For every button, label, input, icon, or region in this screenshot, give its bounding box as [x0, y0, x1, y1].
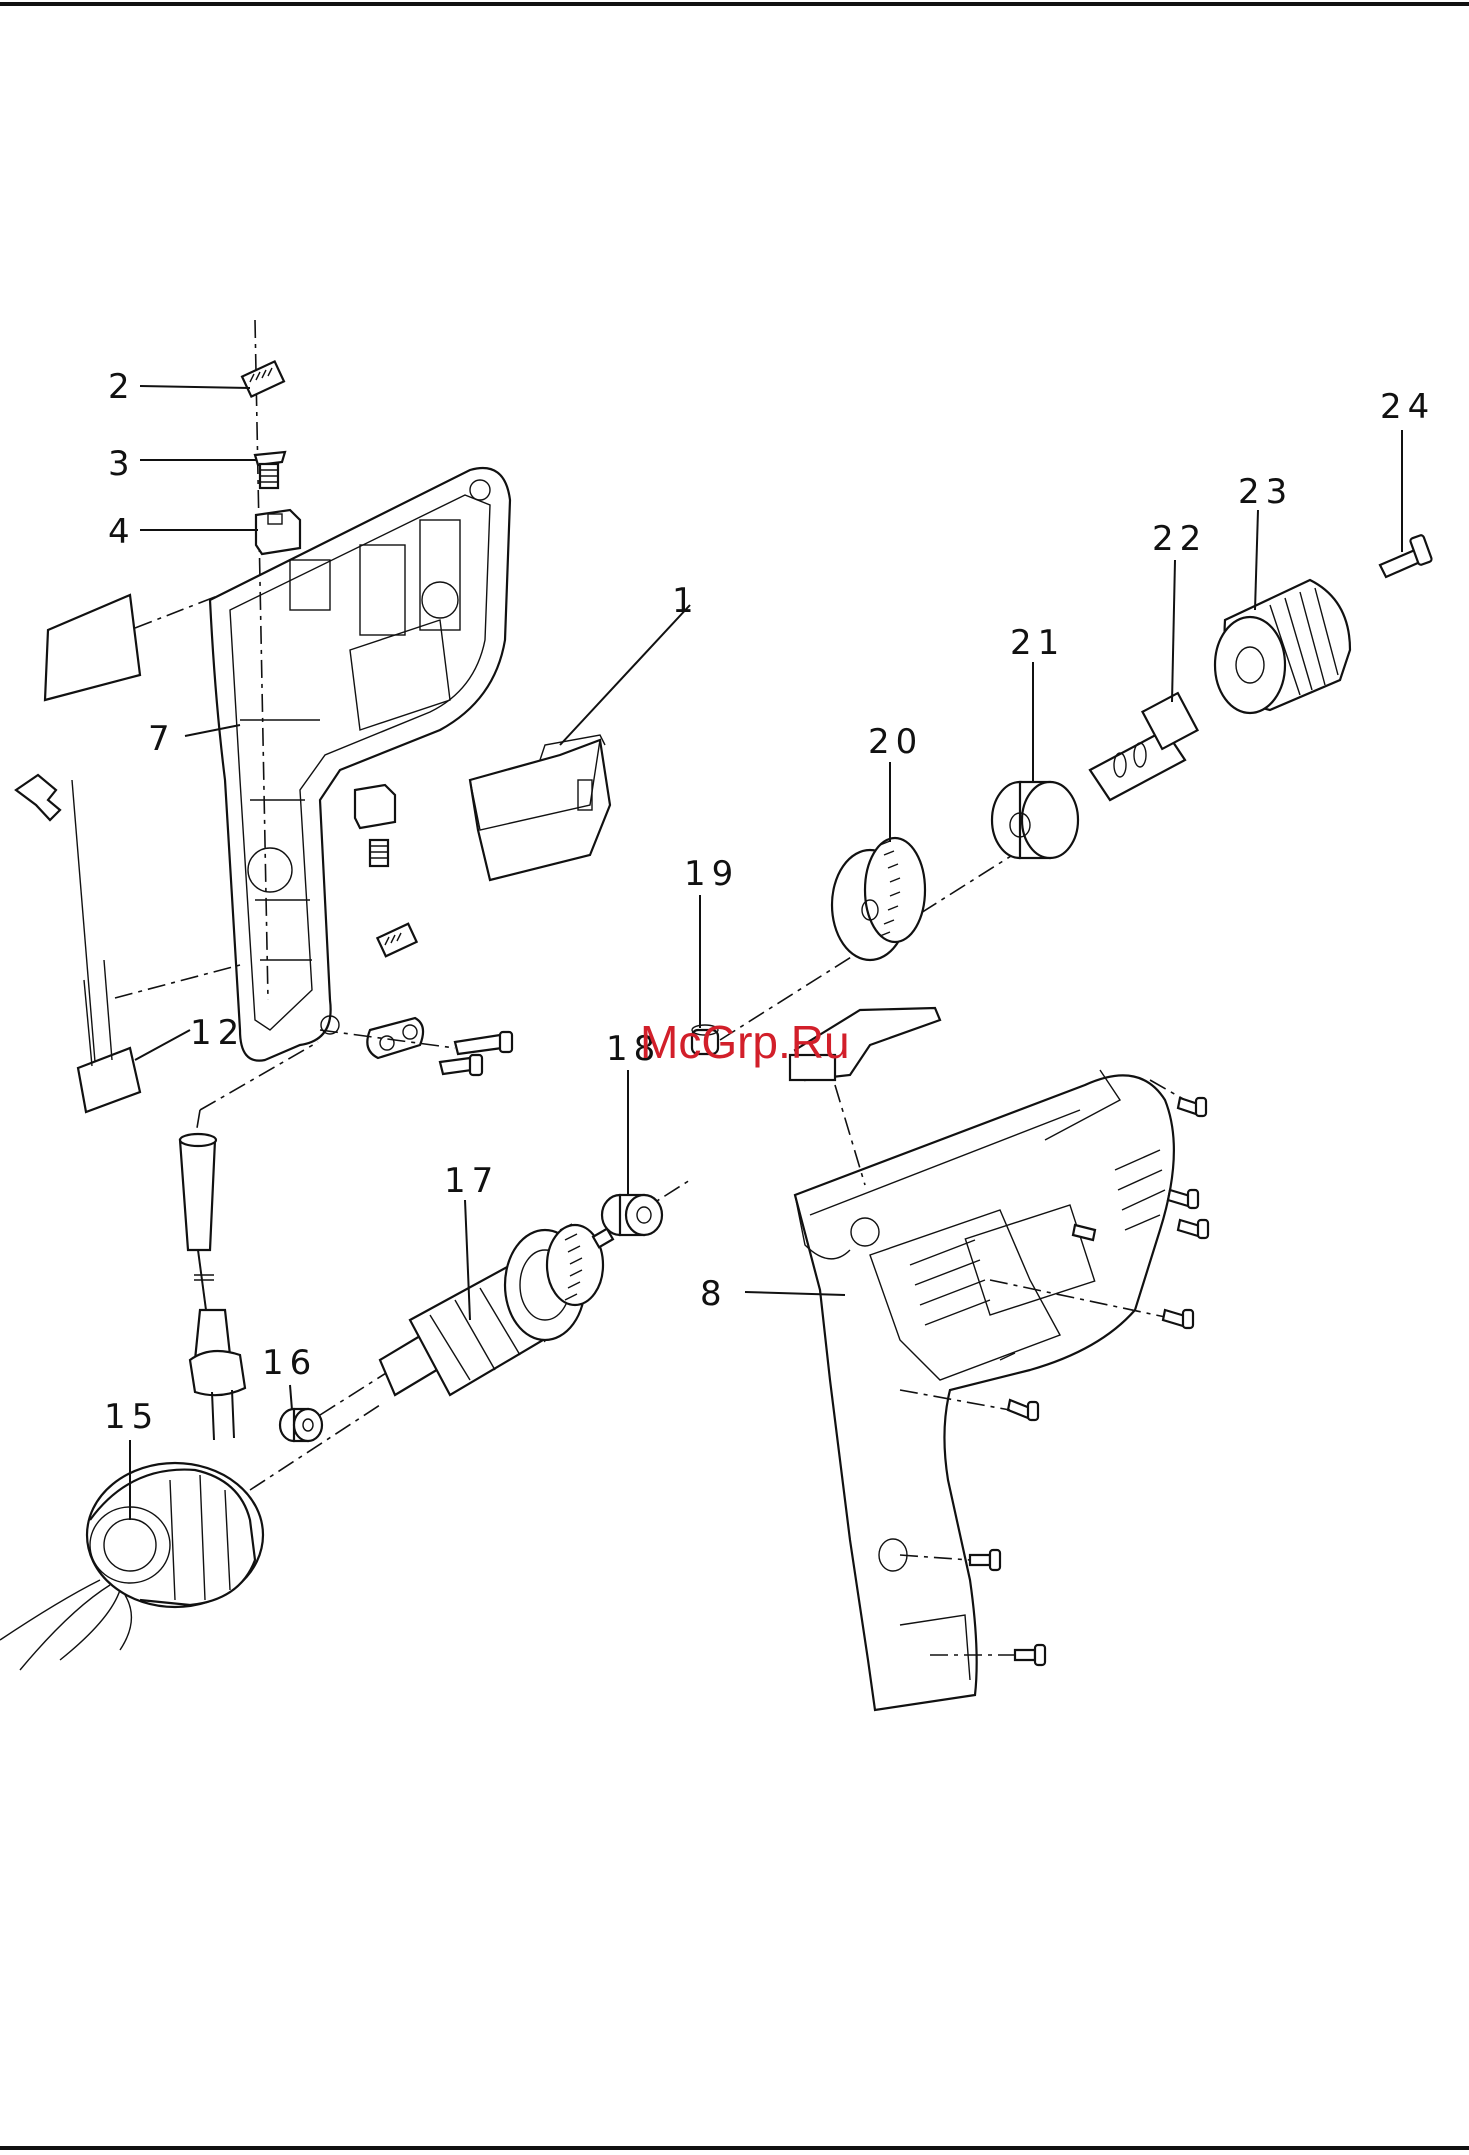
label-4: 4	[108, 512, 136, 552]
label-2: 2	[108, 367, 136, 407]
part-22-spindle	[1090, 693, 1198, 800]
label-21: 21	[1010, 623, 1065, 663]
label-7: 7	[148, 719, 176, 759]
label-20: 20	[868, 722, 923, 762]
part-15-stator	[0, 1405, 380, 1670]
label-1: 1	[672, 581, 700, 621]
part-8-right-housing	[795, 1070, 1174, 1710]
part-24-chuck-screw	[1380, 534, 1432, 577]
part-1-switch	[470, 735, 610, 880]
part-18-bearing	[602, 1195, 662, 1235]
label-sticker	[45, 595, 140, 700]
left-housing-half	[210, 468, 510, 1061]
part-3-brush	[255, 452, 285, 488]
label-3: 3	[108, 444, 136, 484]
label-16: 16	[262, 1343, 317, 1383]
part-21-bearing	[992, 782, 1078, 858]
label-23: 23	[1238, 472, 1293, 512]
label-19: 19	[684, 854, 739, 894]
label-8: 8	[700, 1274, 728, 1314]
part-16-bearing	[280, 1409, 322, 1441]
label-17: 17	[444, 1161, 499, 1201]
part-23-chuck	[1215, 580, 1350, 713]
label-15: 15	[104, 1397, 159, 1437]
label-22: 22	[1152, 519, 1207, 559]
lower-brush-group	[355, 785, 417, 956]
part-4-brush-holder	[256, 510, 300, 554]
label-12: 12	[190, 1013, 245, 1053]
label-24: 24	[1380, 387, 1435, 427]
part-20-gear	[832, 838, 925, 960]
cord-clamp	[320, 1018, 512, 1075]
part-12-capacitor	[16, 775, 240, 1112]
watermark: McGrp.Ru	[640, 1016, 850, 1068]
